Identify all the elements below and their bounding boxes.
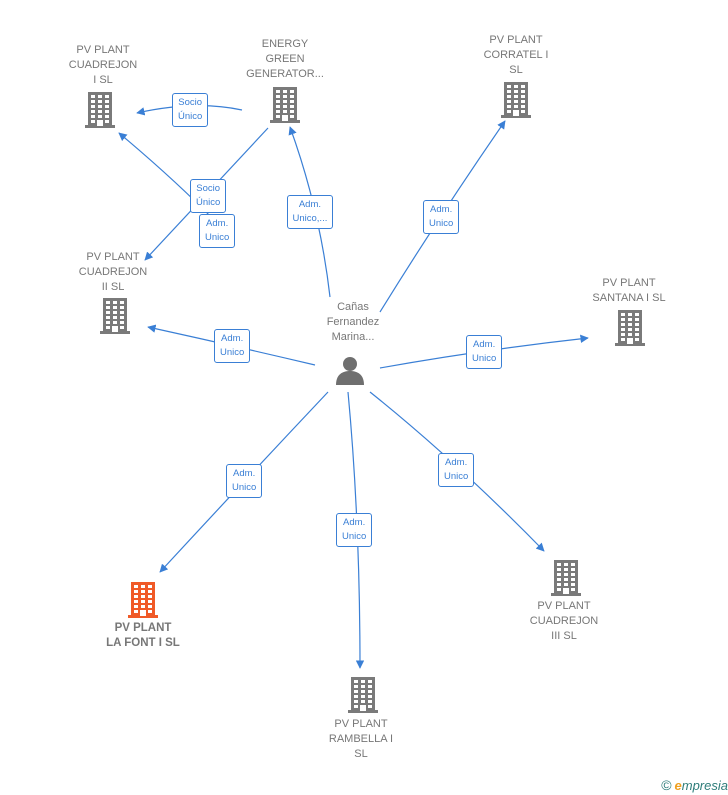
building-icon-santana[interactable] — [615, 310, 645, 351]
node-label-cuadrejon-1[interactable]: PV PLANT CUADREJON I SL — [68, 44, 138, 86]
edge-label-person-to-santana[interactable]: Adm. Unico — [466, 335, 503, 369]
copyright-icon: © — [661, 777, 672, 793]
edge-label-energy-to-cuadrejon2[interactable]: Socio Único — [190, 179, 227, 213]
node-label-santana[interactable]: PV PLANT SANTANA I SL — [592, 277, 666, 304]
node-label-cuadrejon-3[interactable]: PV PLANT CUADREJON III SL — [529, 600, 599, 642]
node-label-la-font[interactable]: PV PLANT LA FONT I SL — [106, 622, 180, 649]
building-icon-cuadrejon-2[interactable] — [100, 298, 130, 339]
building-icon-cuadrejon-3[interactable] — [551, 560, 581, 601]
building-icon-corratel[interactable] — [501, 82, 531, 123]
person-icon[interactable] — [335, 355, 365, 390]
building-icon-rambella[interactable] — [348, 677, 378, 718]
building-icon-la-font[interactable] — [128, 582, 158, 623]
edge-label-person-to-energy[interactable]: Adm. Unico,... — [286, 195, 334, 229]
edge-label-person-to-lafont[interactable]: Adm. Unico — [226, 464, 263, 498]
edge-label-person-to-corratel[interactable]: Adm. Unico — [423, 200, 460, 234]
node-label-cuadrejon-2[interactable]: PV PLANT CUADREJON II SL — [78, 251, 148, 293]
edge-label-person-to-cuadrejon1[interactable]: Adm. Unico — [199, 214, 236, 248]
building-icon-energy-green[interactable] — [270, 87, 300, 128]
brand-logo: empresia — [674, 778, 728, 793]
edge-label-energy-to-cuadrejon1[interactable]: Socio Único — [172, 93, 209, 127]
footer-brand[interactable]: ©empresia — [661, 777, 728, 793]
node-label-energy-green[interactable]: ENERGY GREEN GENERATOR... — [246, 38, 324, 80]
edge-label-person-to-cuadrejon3[interactable]: Adm. Unico — [438, 453, 475, 487]
node-label-person[interactable]: Cañas Fernandez Marina... — [326, 301, 380, 343]
node-label-rambella[interactable]: PV PLANT RAMBELLA I SL — [328, 718, 394, 760]
node-label-corratel[interactable]: PV PLANT CORRATEL I SL — [483, 34, 549, 76]
building-icon-cuadrejon-1[interactable] — [85, 92, 115, 133]
edge-label-person-to-rambella[interactable]: Adm. Unico — [336, 513, 373, 547]
edge-label-person-to-cuadrejon2[interactable]: Adm. Unico — [214, 329, 251, 363]
